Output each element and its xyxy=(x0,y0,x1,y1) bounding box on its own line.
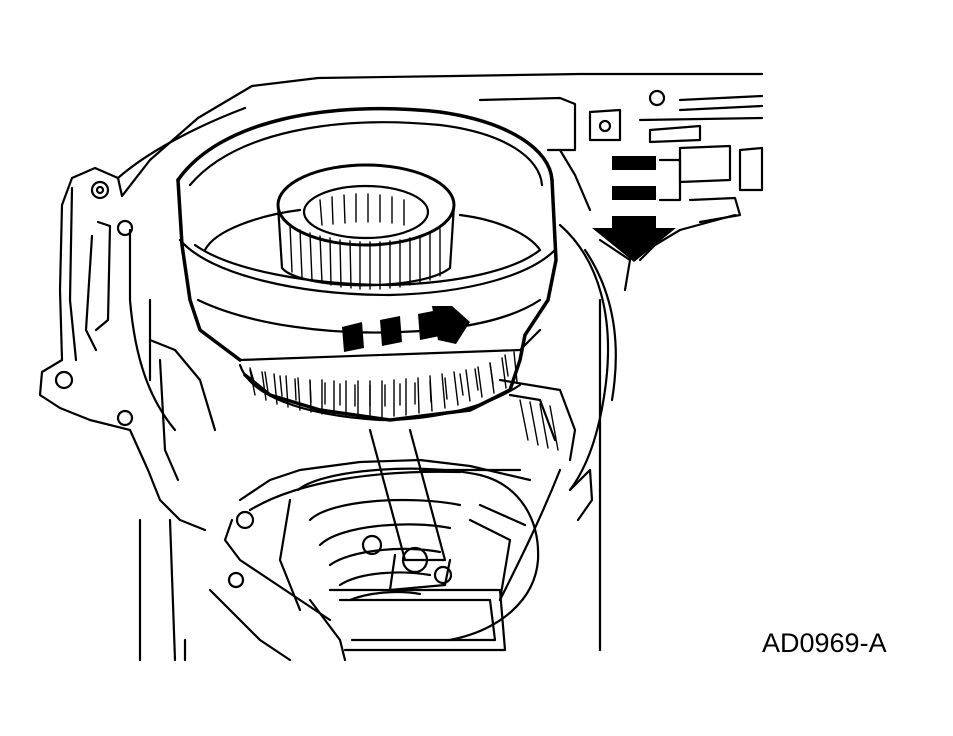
downward-arrow-icon xyxy=(592,156,676,262)
figure-code: AD0969-A xyxy=(762,628,887,658)
clutch-drum xyxy=(176,106,558,422)
center-hub xyxy=(278,428,540,642)
gear-stack xyxy=(238,328,577,462)
splined-hub xyxy=(276,163,456,290)
case-bore xyxy=(148,223,617,662)
rotation-arrow-icon xyxy=(342,306,470,352)
case-flange xyxy=(38,72,764,662)
valve-body-area xyxy=(478,89,764,292)
